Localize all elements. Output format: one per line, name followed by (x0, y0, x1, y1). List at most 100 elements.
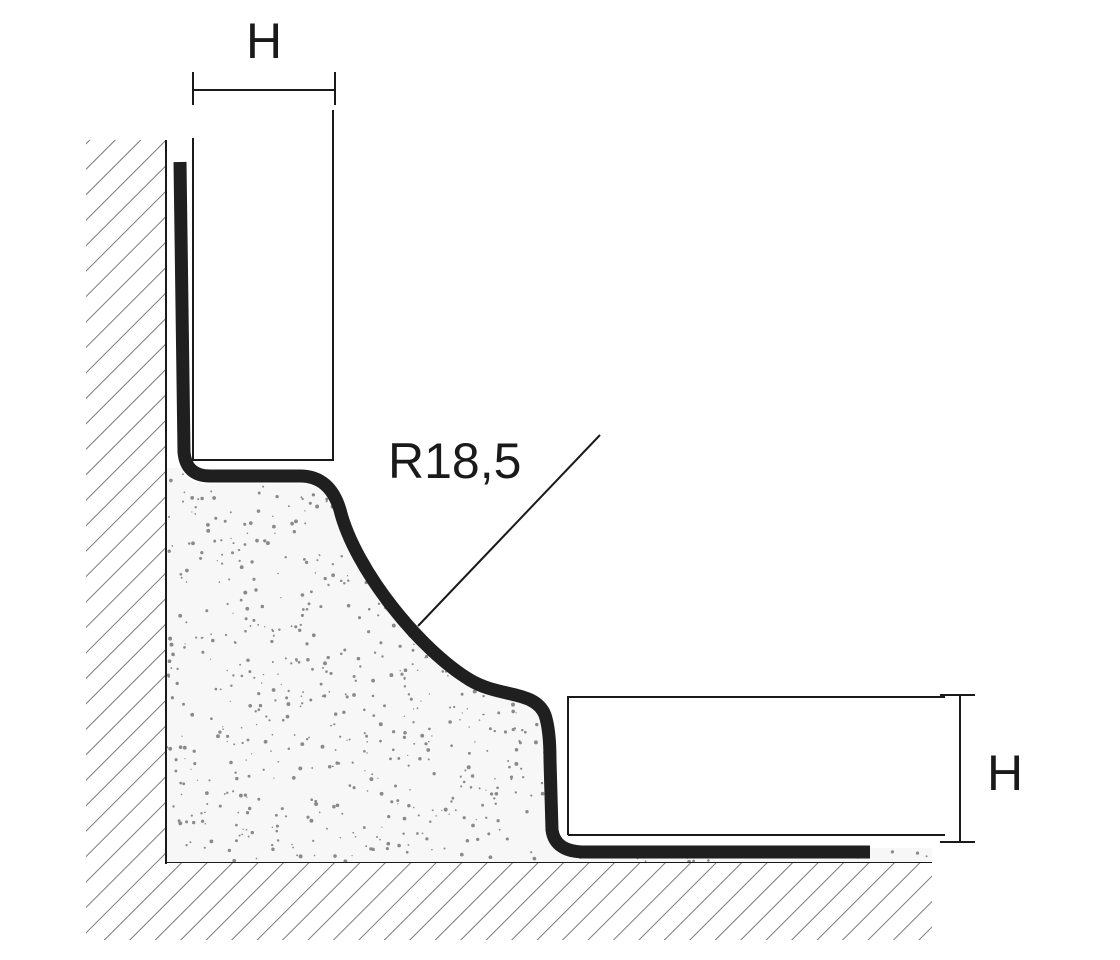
screed-speckle (551, 665, 556, 669)
screed-speckle (606, 781, 609, 784)
screed-speckle (830, 814, 834, 819)
screed-speckle (464, 769, 467, 772)
screed-speckle (842, 468, 847, 473)
screed-speckle (366, 752, 368, 754)
screed-speckle (372, 714, 376, 717)
screed-speckle (431, 597, 434, 600)
screed-speckle (407, 693, 411, 696)
screed-speckle (559, 573, 562, 575)
screed-speckle (739, 708, 744, 713)
screed-speckle (498, 505, 501, 508)
screed-speckle (605, 555, 608, 558)
screed-speckle (656, 792, 661, 797)
screed-speckle (458, 655, 462, 659)
screed-speckle (787, 551, 789, 553)
screed-speckle (910, 584, 913, 587)
screed-speckle (478, 787, 481, 790)
screed-speckle (416, 669, 419, 672)
screed-speckle (411, 648, 415, 652)
screed-speckle (790, 747, 794, 751)
screed-speckle (758, 655, 763, 659)
top-dimension-label: H (246, 13, 282, 69)
screed-speckle (271, 661, 274, 663)
screed-speckle (208, 779, 211, 782)
screed-speckle (448, 720, 452, 724)
radius-label: R18,5 (388, 433, 521, 489)
screed-speckle (711, 777, 714, 781)
screed-speckle (309, 698, 313, 702)
screed-speckle (719, 753, 721, 755)
screed-speckle (243, 590, 248, 595)
screed-speckle (180, 576, 183, 579)
screed-speckle (382, 557, 386, 561)
screed-speckle (668, 482, 671, 485)
screed-speckle (189, 841, 192, 844)
screed-speckle (711, 768, 715, 773)
screed-speckle (171, 545, 174, 547)
screed-speckle (648, 817, 651, 819)
screed-speckle (817, 613, 821, 617)
screed-speckle (698, 561, 703, 566)
screed-speckle (741, 496, 745, 500)
screed-speckle (420, 700, 422, 702)
screed-speckle (727, 807, 729, 810)
screed-speckle (695, 618, 698, 622)
screed-speckle (647, 660, 651, 665)
screed-speckle (378, 722, 383, 727)
screed-speckle (760, 746, 763, 749)
screed-speckle (819, 655, 822, 657)
screed-speckle (353, 510, 355, 513)
screed-speckle (451, 796, 455, 800)
screed-speckle (181, 500, 185, 503)
screed-speckle (416, 832, 419, 835)
screed-speckle (697, 521, 701, 525)
screed-speckle (280, 807, 284, 811)
screed-speckle (606, 737, 609, 740)
screed-speckle (833, 524, 836, 527)
screed-speckle (470, 774, 475, 778)
screed-speckle (857, 508, 860, 511)
screed-speckle (628, 660, 631, 663)
screed-speckle (641, 732, 644, 736)
screed-speckle (816, 802, 819, 806)
screed-speckle (232, 612, 234, 614)
screed-speckle (431, 735, 433, 737)
screed-speckle (572, 666, 575, 669)
screed-speckle (170, 696, 175, 700)
screed-speckle (584, 662, 589, 667)
screed-speckle (570, 819, 574, 823)
screed-speckle (385, 847, 389, 851)
screed-speckle (644, 688, 647, 691)
screed-speckle (478, 719, 481, 721)
screed-speckle (580, 805, 583, 809)
screed-speckle (484, 676, 486, 678)
screed-speckle (861, 727, 866, 732)
screed-speckle (352, 693, 356, 697)
screed-speckle (744, 573, 749, 578)
screed-speckle (322, 694, 327, 698)
screed-speckle (206, 528, 211, 533)
screed-speckle (504, 676, 508, 680)
screed-speckle (438, 519, 441, 523)
screed-speckle (313, 854, 316, 857)
screed-speckle (530, 794, 533, 797)
screed-speckle (919, 601, 921, 604)
screed-speckle (344, 693, 347, 696)
screed-speckle (485, 789, 487, 791)
screed-speckle (648, 650, 652, 655)
screed-speckle (670, 561, 674, 565)
screed-speckle (403, 668, 408, 673)
screed-speckle (835, 607, 837, 609)
screed-speckle (663, 790, 666, 793)
screed-speckle (258, 703, 263, 708)
screed-speckle (533, 740, 538, 745)
screed-speckle (540, 469, 543, 471)
screed-speckle (525, 614, 530, 619)
screed-speckle (554, 563, 558, 567)
screed-speckle (893, 531, 896, 534)
screed-speckle (683, 832, 685, 834)
screed-speckle (894, 492, 898, 496)
screed-speckle (310, 798, 314, 802)
screed-speckle (407, 754, 409, 757)
screed-speckle (863, 648, 867, 653)
